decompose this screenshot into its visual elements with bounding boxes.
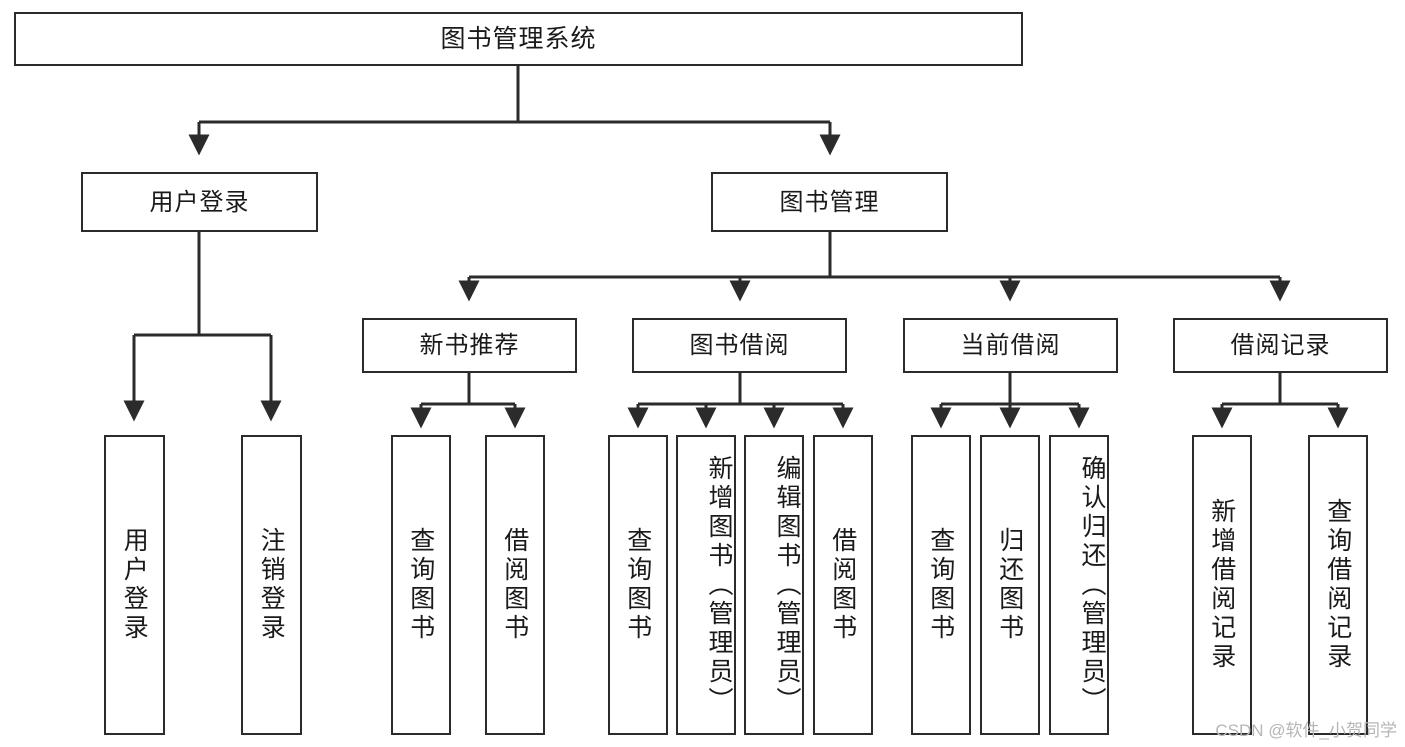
node-book-borrow[interactable]: 图书借阅 [632, 318, 847, 373]
watermark-text: CSDN @软件_小贺同学 [1215, 721, 1397, 740]
leaf-borrow-book[interactable]: 借阅图书 [813, 435, 873, 735]
leaf-query-book-recommend[interactable]: 查询图书 [391, 435, 451, 735]
leaf-query-book-current[interactable]: 查询图书 [911, 435, 971, 735]
leaf-query-book-borrow[interactable]: 查询图书 [608, 435, 668, 735]
leaf-add-borrow-record[interactable]: 新增借阅记录 [1192, 435, 1252, 735]
leaf-user-login[interactable]: 用户登录 [104, 435, 165, 735]
leaf-logout[interactable]: 注销登录 [241, 435, 302, 735]
leaf-add-book-admin[interactable]: 新增图书（管理员） [676, 435, 736, 735]
node-new-book-recommend[interactable]: 新书推荐 [362, 318, 577, 373]
leaf-borrow-book-recommend[interactable]: 借阅图书 [485, 435, 545, 735]
node-root-system[interactable]: 图书管理系统 [14, 12, 1023, 66]
leaf-edit-book-admin[interactable]: 编辑图书（管理员） [744, 435, 804, 735]
leaf-confirm-return-admin[interactable]: 确认归还（管理员） [1049, 435, 1109, 735]
node-current-borrow[interactable]: 当前借阅 [903, 318, 1118, 373]
leaf-return-book[interactable]: 归还图书 [980, 435, 1040, 735]
node-book-management[interactable]: 图书管理 [711, 172, 948, 232]
leaf-query-borrow-record[interactable]: 查询借阅记录 [1308, 435, 1368, 735]
node-user-login[interactable]: 用户登录 [81, 172, 318, 232]
node-borrow-records[interactable]: 借阅记录 [1173, 318, 1388, 373]
